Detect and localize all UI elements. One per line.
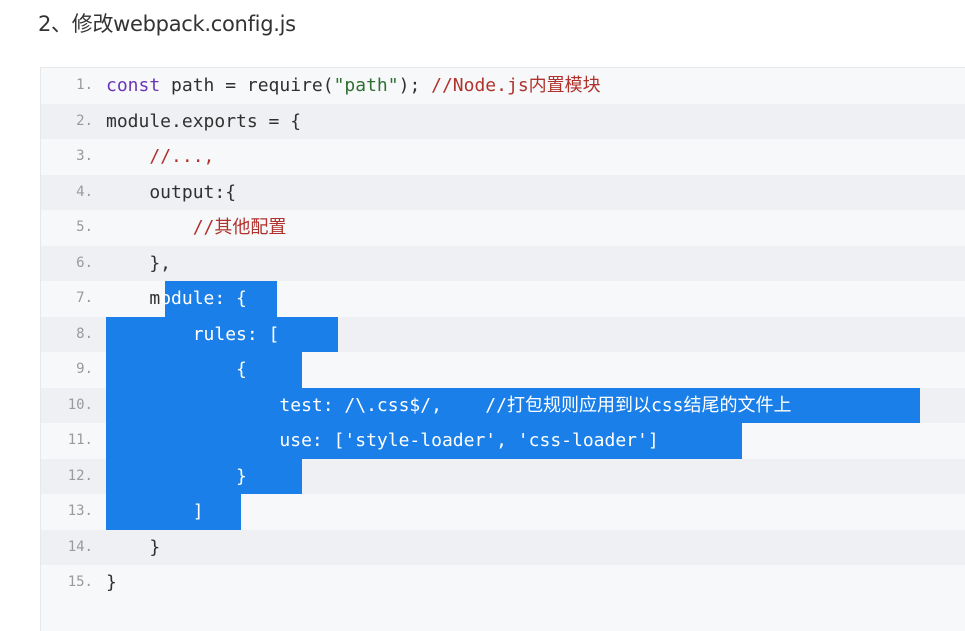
line-number: 7. [76, 290, 93, 306]
line-number: 6. [76, 254, 93, 271]
code-token: odule: { [160, 288, 247, 309]
code-line: 13. ] [41, 494, 965, 530]
line-number: 13. [67, 503, 93, 519]
code-token: ); [398, 75, 432, 96]
code-line: 2. module.exports = { [41, 103, 965, 139]
code-block[interactable]: 1. const path = require("path"); //Node.j… [40, 67, 965, 631]
code-token: //..., [149, 146, 215, 167]
code-line: 1. const path = require("path"); //Node.j… [41, 68, 965, 104]
code-token: use: ['style-loader', 'css-loader'] [106, 430, 659, 451]
code-line: 5. //其他配置 [41, 210, 965, 246]
line-number: 15. [67, 574, 93, 590]
code-text: { [106, 359, 247, 380]
code-line: 7. module: { [41, 281, 965, 317]
code-line: 12. } [41, 458, 965, 494]
code-token: module.exports = { [106, 110, 302, 132]
code-line: 9. { [41, 352, 965, 388]
code-token: { [106, 359, 247, 380]
line-number: 1. [76, 77, 93, 93]
code-token: } [106, 572, 117, 593]
line-number: 14. [67, 538, 93, 555]
code-line: 14. } [41, 529, 965, 565]
line-number: 3. [76, 148, 93, 164]
code-token: }, [106, 252, 172, 274]
code-token: test: /\.css$/, //打包规则应用到以css结尾的文件上 [106, 394, 792, 416]
line-number: 4. [76, 183, 93, 200]
selection-highlight [106, 423, 742, 459]
code-token: m [106, 288, 161, 309]
selection-highlight [106, 387, 920, 423]
line-number: 9. [76, 361, 93, 377]
code-text: test: /\.css$/, //打包规则应用到以css结尾的文件上 [106, 395, 791, 416]
code-token: path = require( [160, 75, 334, 96]
line-number: 12. [67, 467, 93, 484]
code-line: 8. rules: [ [41, 316, 965, 352]
line-number: 10. [67, 396, 93, 413]
code-text: const path = require("path"); //Node.js内… [106, 75, 601, 96]
code-text: use: ['style-loader', 'css-loader'] [106, 430, 659, 451]
code-line: 4. output:{ [41, 174, 965, 210]
line-number: 11. [67, 432, 93, 448]
line-number: 2. [76, 112, 93, 129]
selection-highlight [106, 316, 338, 352]
code-line: 3. //..., [41, 139, 965, 175]
code-text: } [106, 466, 247, 487]
code-token: } [106, 536, 161, 558]
code-text: //其他配置 [106, 217, 287, 238]
code-text: //..., [106, 146, 214, 167]
code-line: 15.} [41, 565, 965, 601]
selection-highlight [106, 458, 302, 494]
code-line: 10. test: /\.css$/, //打包规则应用到以css结尾的文件上 [41, 387, 965, 423]
code-text: module.exports = { [106, 111, 301, 132]
selection-highlight [165, 281, 277, 317]
code-line: 6. }, [41, 245, 965, 281]
code-line: 11. use: ['style-loader', 'css-loader'] [41, 423, 965, 459]
code-token: "path" [333, 75, 399, 96]
code-text: output:{ [106, 182, 236, 203]
selection-highlight [106, 494, 241, 530]
code-token [106, 217, 193, 238]
code-text: } [106, 537, 160, 558]
code-token: const [106, 75, 161, 96]
code-token: rules: [ [106, 323, 280, 345]
code-text: }, [106, 253, 171, 274]
code-text: ] [106, 501, 204, 522]
code-token: //其他配置 [192, 217, 287, 238]
code-token: } [106, 465, 247, 487]
code-text: } [106, 572, 117, 593]
code-token: output:{ [106, 181, 237, 203]
code-text: rules: [ [106, 323, 280, 345]
line-number: 8. [76, 325, 93, 342]
section-heading: 2、修改webpack.config.js [38, 12, 296, 36]
code-token: ] [106, 501, 204, 522]
code-token [106, 146, 149, 167]
selection-highlight [106, 352, 302, 388]
code-token: //Node.js内置模块 [431, 75, 601, 96]
code-text: module: { [106, 288, 247, 309]
line-number: 5. [76, 219, 93, 235]
